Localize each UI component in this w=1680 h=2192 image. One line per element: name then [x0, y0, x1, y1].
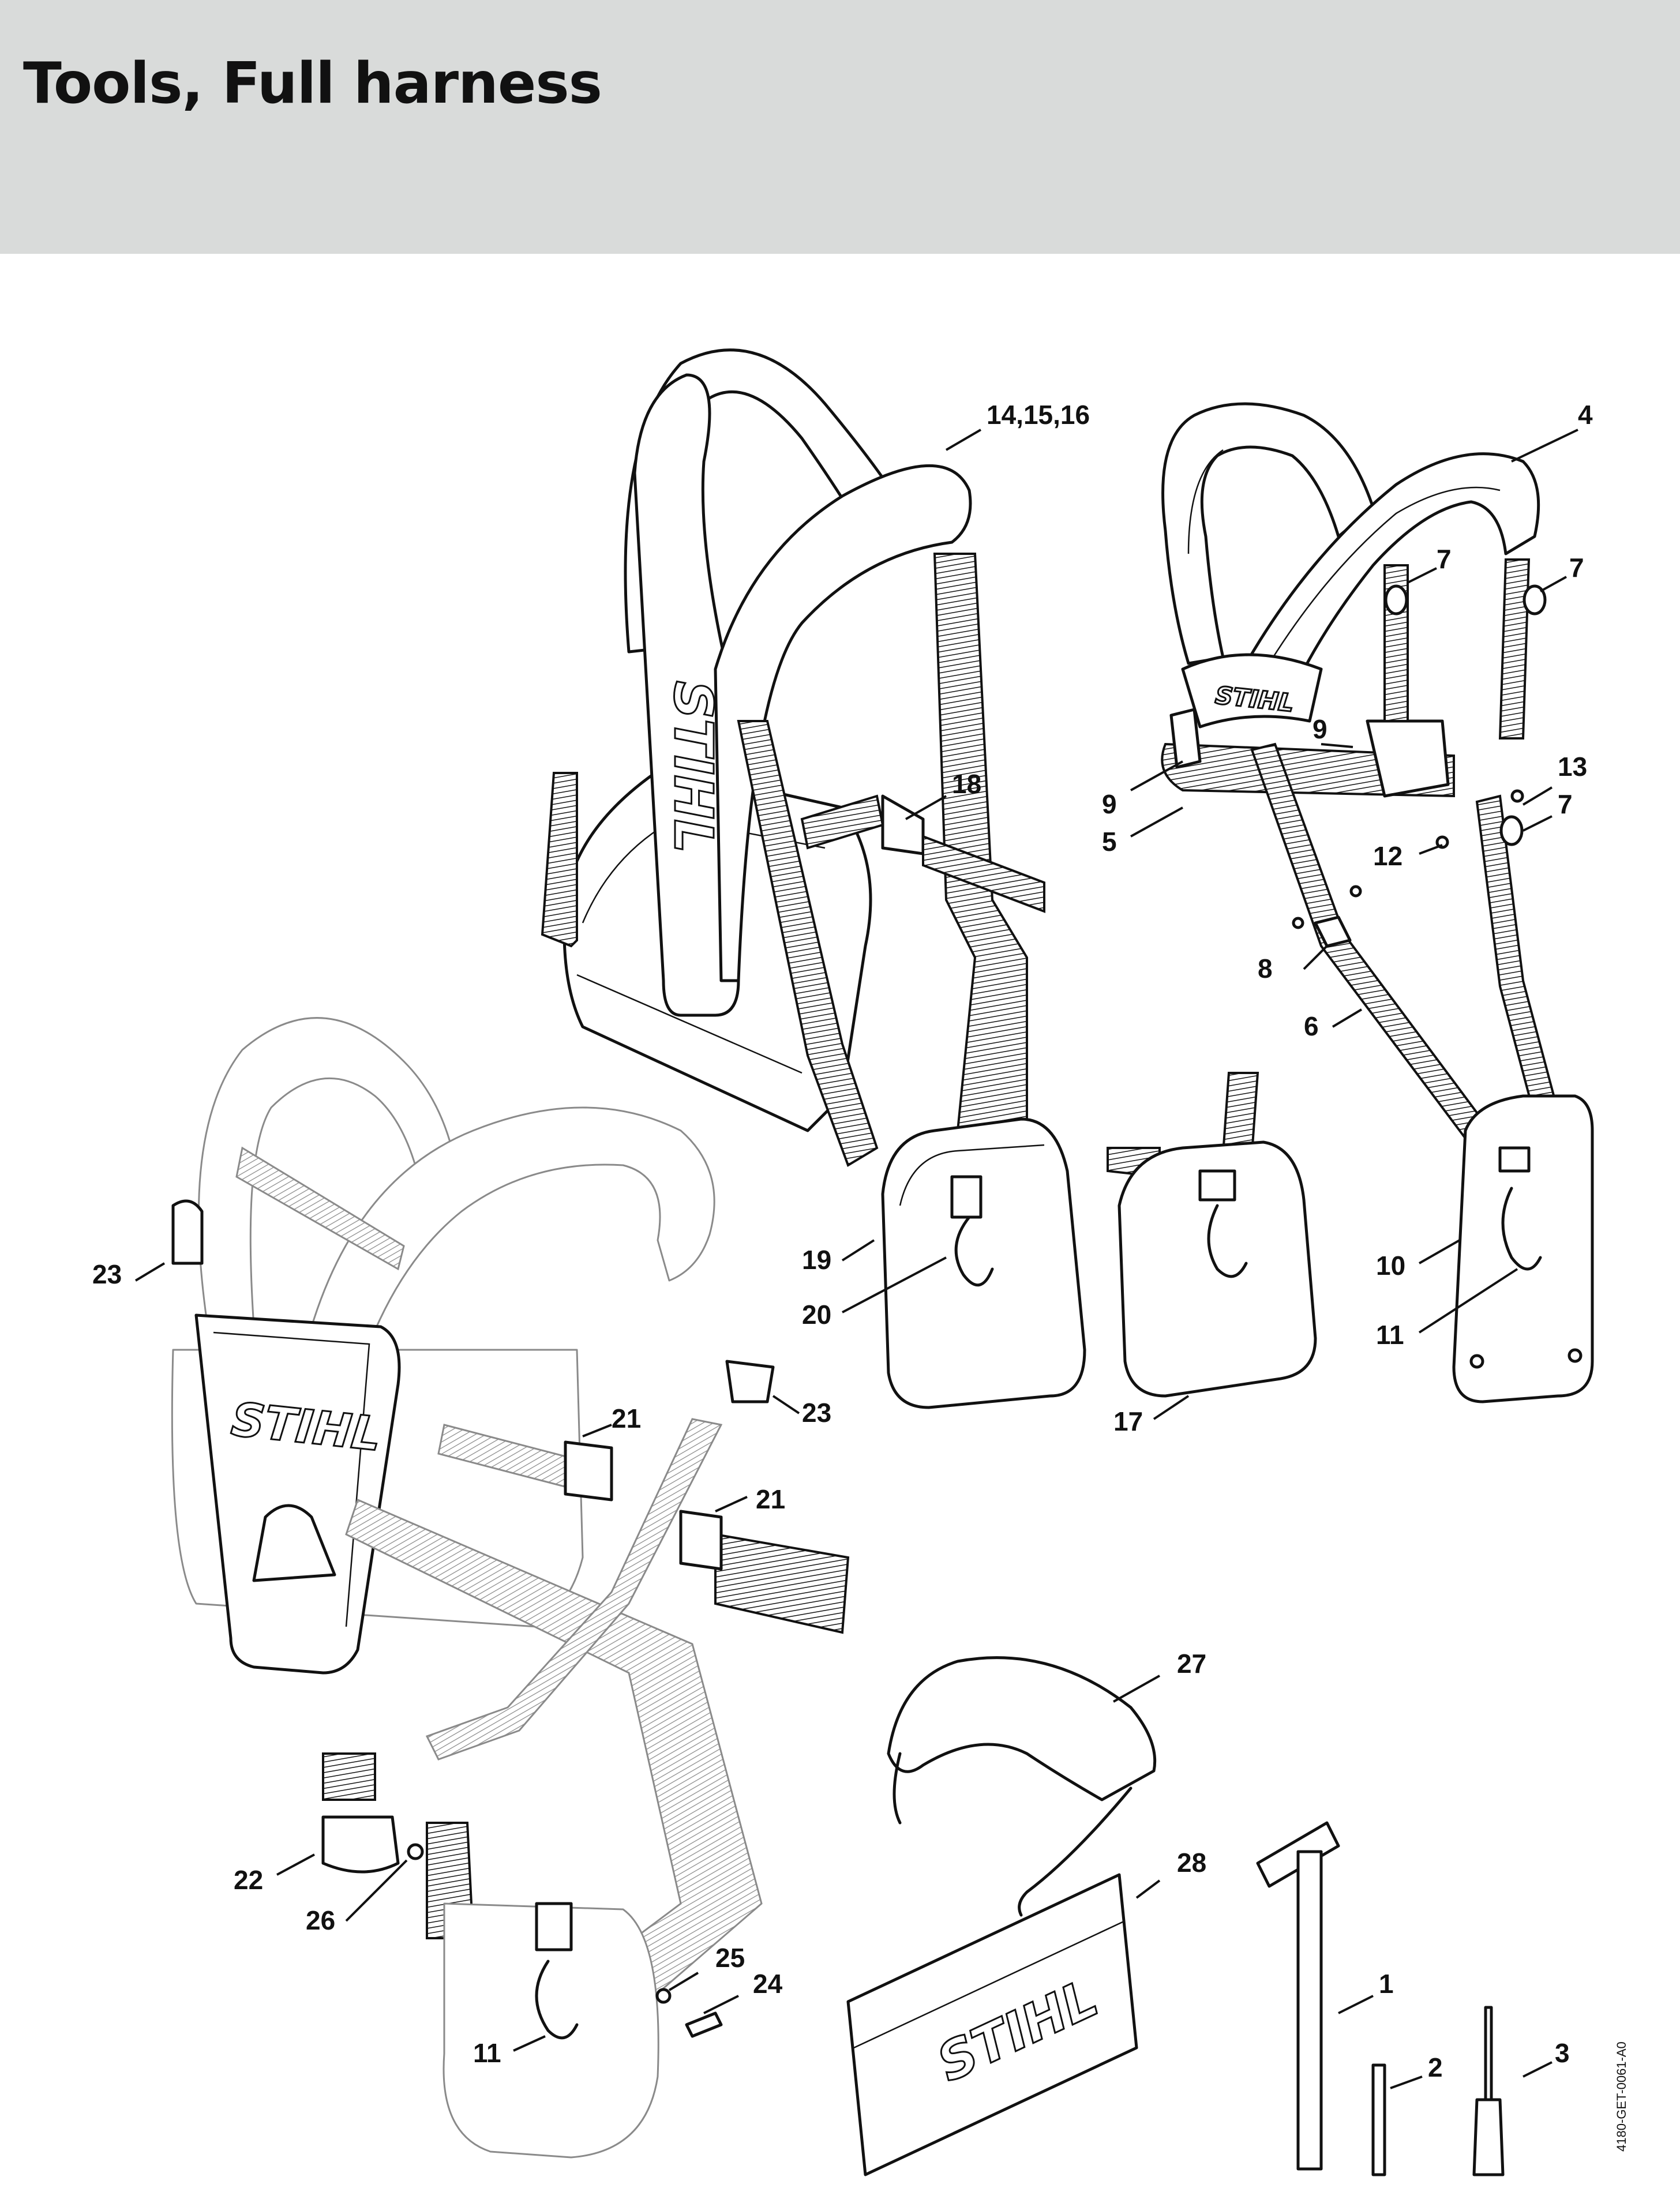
- callout-24: 24: [753, 1969, 783, 1999]
- leader-lines: [134, 429, 1578, 2089]
- callout-7: 7: [1437, 544, 1452, 574]
- callout-22: 22: [234, 1865, 263, 1895]
- callout-17: 17: [1113, 1406, 1143, 1436]
- header-band: Tools, Full harness: [0, 0, 1680, 254]
- callout-6: 6: [1304, 1011, 1319, 1041]
- callout-8: 8: [1258, 954, 1273, 984]
- callout-19: 19: [802, 1245, 831, 1275]
- safety-glasses: [887, 1656, 1157, 1917]
- callout-21: 21: [612, 1403, 641, 1433]
- hip-pad-17: [1107, 1072, 1317, 1398]
- callout-10: 10: [1376, 1251, 1405, 1281]
- callout-4: 4: [1578, 400, 1593, 430]
- forestry-harness-assembly: STIHL: [171, 1017, 850, 2159]
- callout-1: 1: [1379, 1969, 1394, 1999]
- callout-20: 20: [802, 1300, 831, 1330]
- callout-3: 3: [1555, 2038, 1570, 2068]
- callout-21: 21: [756, 1484, 785, 1514]
- callout-23: 23: [802, 1398, 831, 1428]
- stihl-logo-back-plate: STIHL: [662, 681, 724, 853]
- tool-pouch: STIHL: [846, 1873, 1138, 2176]
- callout-25: 25: [715, 1943, 745, 1973]
- universal-harness-assembly: STIHL: [1161, 402, 1594, 1403]
- page-title: Tools, Full harness: [23, 51, 602, 117]
- callout-14-15-16: 14,15,16: [987, 400, 1090, 430]
- callout-11: 11: [473, 2038, 501, 2068]
- callout-2: 2: [1428, 2052, 1443, 2082]
- callout-labels: 14,15,16 4 7 7 18 9 9 13 5 7 12 8 6 23 1…: [92, 400, 1593, 2082]
- drawing-code: 4180-GET-0061-A0: [1614, 2041, 1629, 2152]
- callout-23: 23: [92, 1259, 122, 1289]
- callout-7: 7: [1569, 553, 1584, 583]
- callout-12: 12: [1373, 841, 1402, 871]
- callout-5: 5: [1102, 827, 1117, 857]
- callout-9: 9: [1102, 789, 1117, 819]
- callout-7: 7: [1558, 789, 1573, 819]
- callout-11: 11: [1376, 1320, 1404, 1350]
- callout-13: 13: [1558, 752, 1587, 782]
- callout-9: 9: [1312, 714, 1327, 744]
- callout-18: 18: [952, 769, 981, 799]
- callout-27: 27: [1177, 1649, 1206, 1679]
- full-harness-assembly: STIHL: [541, 348, 1086, 1409]
- tools: [1256, 1821, 1505, 2176]
- callout-28: 28: [1177, 1848, 1206, 1878]
- callout-26: 26: [306, 1905, 335, 1935]
